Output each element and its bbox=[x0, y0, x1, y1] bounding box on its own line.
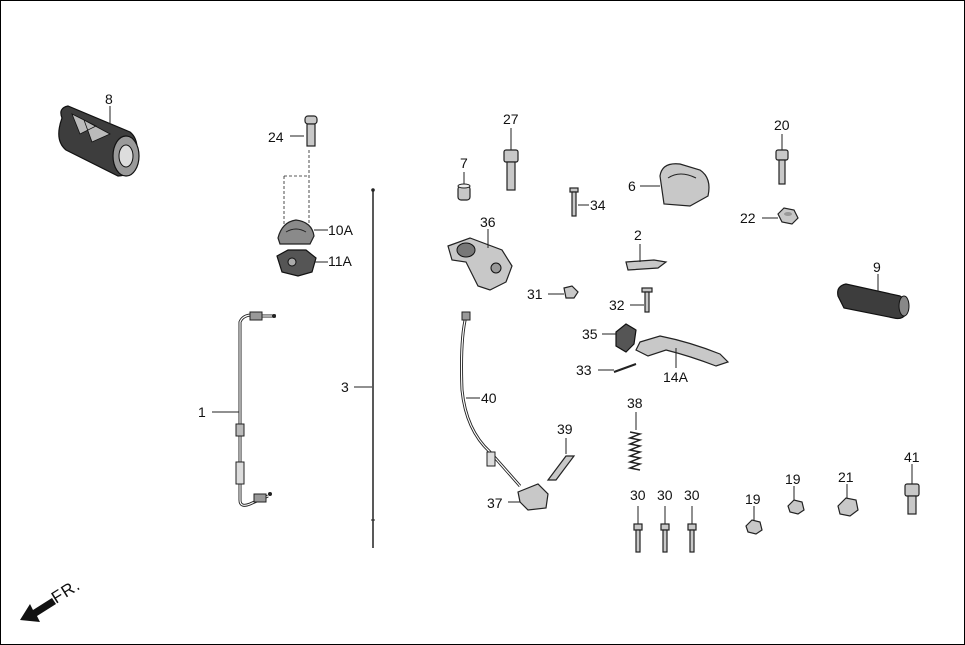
part-11a-housing-lower bbox=[276, 249, 317, 277]
label-30c: 30 bbox=[684, 487, 700, 503]
part-7-collar bbox=[457, 183, 471, 201]
label-22: 22 bbox=[740, 210, 756, 226]
label-31: 31 bbox=[527, 286, 543, 302]
label-33: 33 bbox=[576, 362, 592, 378]
part-3-rod bbox=[371, 188, 375, 548]
part-20-bolt bbox=[775, 149, 789, 185]
label-39: 39 bbox=[557, 421, 573, 437]
part-1-throttle-cable bbox=[235, 311, 276, 507]
part-37-clamp-block bbox=[517, 483, 549, 511]
part-39-bracket-strip bbox=[546, 455, 576, 481]
label-2: 2 bbox=[634, 227, 642, 243]
label-8: 8 bbox=[105, 91, 113, 107]
part-30-bolts bbox=[633, 523, 697, 553]
part-6-clamp bbox=[659, 163, 710, 207]
label-37: 37 bbox=[487, 495, 503, 511]
label-1: 1 bbox=[198, 404, 206, 420]
label-10a: 10A bbox=[328, 222, 354, 238]
part-36-lever-bracket bbox=[447, 237, 513, 291]
part-19-nuts bbox=[745, 499, 805, 535]
part-27-bolt bbox=[503, 149, 519, 191]
part-2-pin bbox=[625, 259, 668, 271]
label-35: 35 bbox=[582, 326, 598, 342]
part-9-right-grip bbox=[837, 283, 910, 320]
part-34-pin bbox=[569, 187, 579, 217]
part-10a-housing-upper bbox=[277, 219, 315, 245]
label-11a: 11A bbox=[328, 253, 353, 269]
part-41-bolt bbox=[904, 483, 920, 515]
label-24: 24 bbox=[268, 129, 284, 145]
part-33-cotter-pin bbox=[613, 363, 637, 373]
label-14a: 14A bbox=[663, 369, 689, 385]
label-27: 27 bbox=[503, 111, 519, 127]
part-32-pivot-bolt bbox=[641, 287, 653, 313]
label-34: 34 bbox=[590, 197, 606, 213]
label-30a: 30 bbox=[630, 487, 646, 503]
label-19b: 19 bbox=[785, 471, 801, 487]
label-6: 6 bbox=[628, 178, 636, 194]
label-41: 41 bbox=[904, 449, 920, 465]
label-38: 38 bbox=[627, 395, 643, 411]
part-38-spring bbox=[627, 431, 643, 471]
part-40-clutch-cable bbox=[460, 311, 522, 487]
front-direction-arrow-icon bbox=[20, 598, 56, 622]
label-19a: 19 bbox=[745, 491, 761, 507]
part-22-nut bbox=[777, 207, 799, 225]
part-8-left-grip bbox=[58, 105, 140, 177]
part-24-screw bbox=[304, 115, 318, 147]
label-32: 32 bbox=[609, 297, 625, 313]
part-31-nut bbox=[563, 285, 579, 299]
label-30b: 30 bbox=[657, 487, 673, 503]
label-20: 20 bbox=[774, 117, 790, 133]
label-36: 36 bbox=[480, 214, 496, 230]
label-7: 7 bbox=[460, 155, 468, 171]
part-35-adjuster bbox=[615, 323, 637, 353]
part-21-nut bbox=[837, 497, 859, 517]
label-9: 9 bbox=[873, 259, 881, 275]
part-14a-lever bbox=[635, 335, 730, 367]
label-21: 21 bbox=[838, 469, 854, 485]
label-40: 40 bbox=[481, 390, 497, 406]
label-3: 3 bbox=[341, 379, 349, 395]
